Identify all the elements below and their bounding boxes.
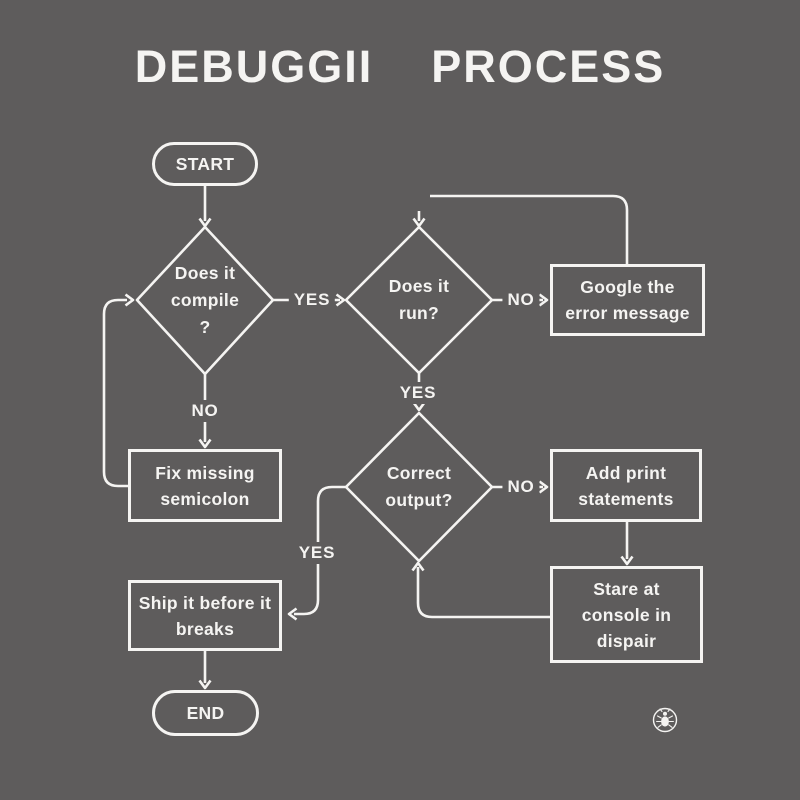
edge-google-back-to-run [430, 194, 629, 264]
ship-node: Ship it before it breaks [128, 580, 282, 651]
google-line1: Google the [580, 277, 675, 297]
fix-line2: semicolon [160, 488, 250, 509]
arrowhead-right-add-print [538, 480, 549, 494]
compile-line3: ? [199, 316, 211, 337]
edge-fix-back-to-compile [102, 298, 128, 488]
stare-line2: console in [581, 604, 672, 625]
stare-line1: Stare at [593, 578, 660, 599]
edge-stare-back-to-correct [416, 567, 550, 619]
page-title-right: PROCESS [431, 41, 666, 92]
arrowhead-down-correct [412, 401, 426, 412]
stare-line3: dispair [596, 630, 657, 651]
correct-line2: output? [385, 490, 453, 510]
arrowhead-down-run [412, 217, 426, 228]
arrowhead-down-end [198, 679, 212, 690]
edge-label-correct-no: NO [502, 476, 540, 498]
arrowhead-down-fix [198, 438, 212, 449]
compile-line1: Does it [174, 262, 236, 283]
add-print-line1: Add print [585, 462, 667, 483]
end-node: END [152, 690, 259, 736]
arrowhead-right-google [538, 293, 549, 307]
arrowhead-right-run [335, 293, 346, 307]
run-diamond-label: Does it run? [354, 273, 484, 327]
ship-line1: Ship it before it [138, 592, 272, 613]
add-print-node: Add print statements [550, 449, 702, 522]
arrowhead-left-ship [287, 607, 298, 621]
run-line2: run? [398, 303, 440, 323]
page-title: DEBUGGII PROCESS [0, 36, 800, 98]
edge-label-compile-no: NO [186, 400, 224, 422]
edge-label-run-yes: YES [394, 382, 442, 404]
fix-line1: Fix missing [155, 462, 255, 483]
bug-icon [652, 707, 678, 733]
add-print-line2: statements [578, 488, 674, 509]
end-label: END [186, 703, 225, 723]
compile-line2: compile [170, 289, 240, 310]
correct-diamond-label: Correct output? [354, 460, 484, 514]
start-label: START [175, 154, 235, 174]
stare-node: Stare at console in dispair [550, 566, 703, 663]
edge-label-correct-yes: YES [293, 542, 341, 564]
correct-diamond [344, 411, 494, 563]
google-node: Google the error message [550, 264, 705, 336]
compile-diamond-label: Does it compile ? [140, 259, 270, 341]
google-line2: error message [565, 303, 690, 323]
start-node: START [152, 142, 258, 186]
edge-label-compile-yes: YES [288, 289, 336, 311]
fix-node: Fix missing semicolon [128, 449, 282, 522]
edge-label-run-no: NO [502, 289, 540, 311]
ship-line2: breaks [175, 618, 235, 639]
arrowhead-right-compile [124, 293, 135, 307]
correct-line1: Correct [386, 463, 452, 483]
arrowhead-down-stare [620, 555, 634, 566]
arrowhead-down-compile [198, 217, 212, 228]
run-line1: Does it [388, 276, 450, 296]
page-title-left: DEBUGGII [134, 41, 374, 92]
arrowhead-up-correct [411, 561, 425, 572]
